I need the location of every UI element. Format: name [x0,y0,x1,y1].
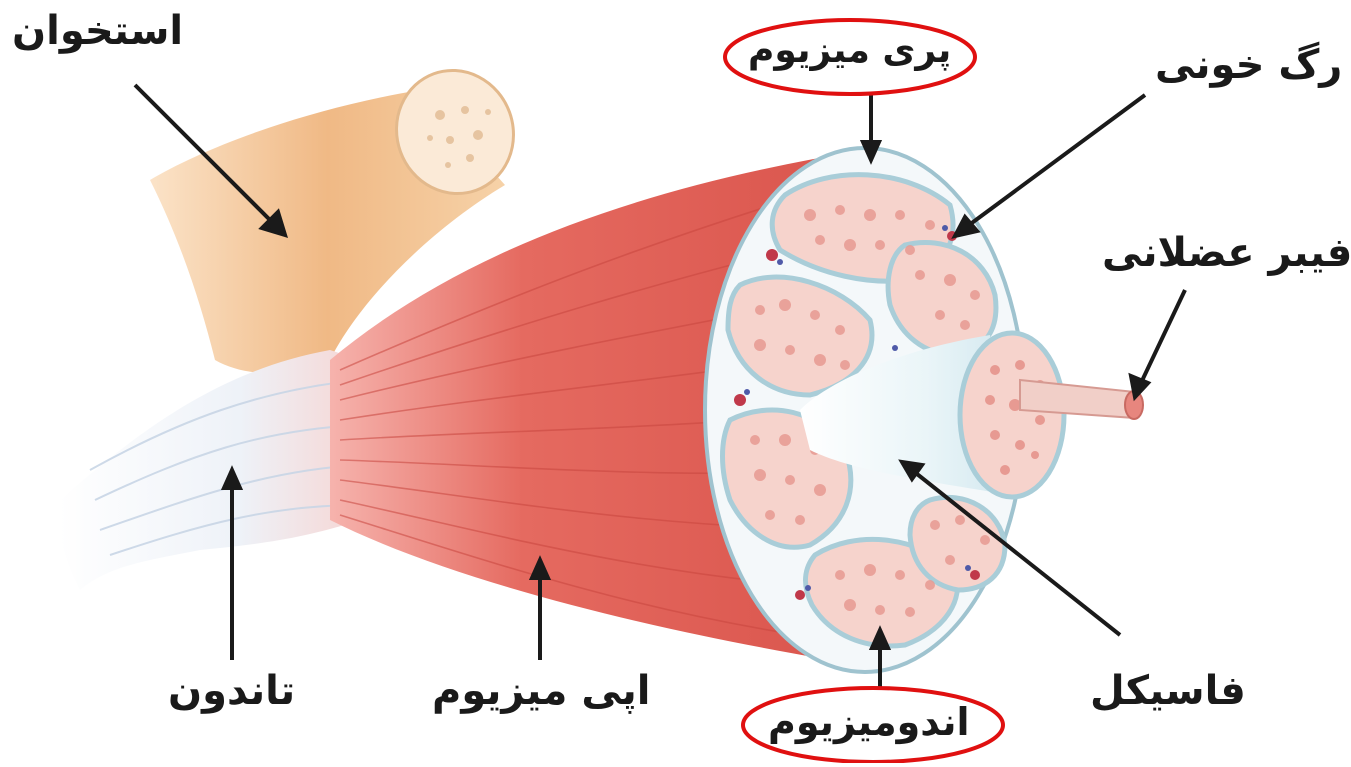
label-tendon: تاندون [168,668,295,714]
tendon-shape [59,350,360,590]
arrow-blood-vessel [965,95,1145,228]
arrow-muscle-fiber [1140,290,1185,385]
label-muscle-fiber: فیبر عضلانی [1102,230,1351,276]
label-epimysium: اپی میزیوم [432,668,651,714]
label-fascicle: فاسیکل [1090,668,1246,714]
arrowhead-muscle-fiber [1131,376,1148,397]
label-blood-vessel: رگ خونی [1155,42,1342,88]
label-endomysium: اندومیزیوم [768,700,970,744]
label-bone: استخوان [12,8,183,54]
label-perimysium: پری میزیوم [748,30,951,71]
